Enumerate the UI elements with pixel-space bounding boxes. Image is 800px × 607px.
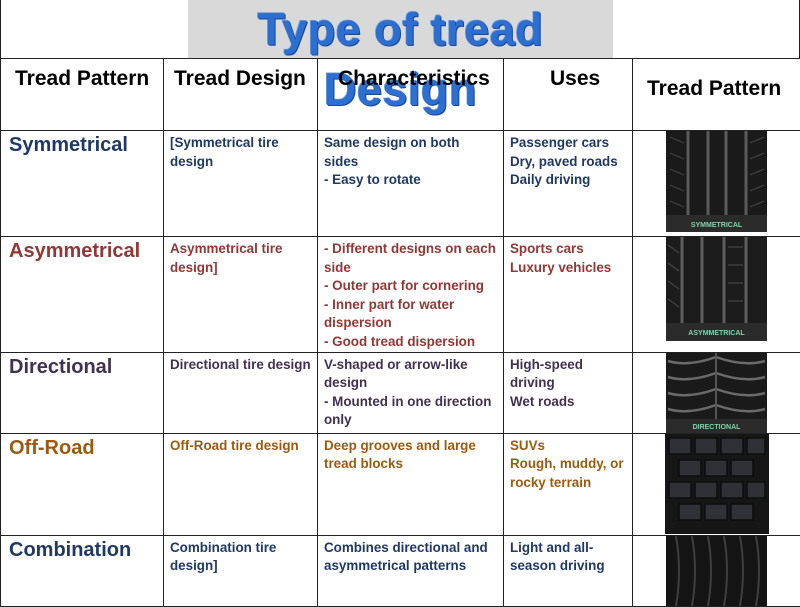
table-row: Asymmetrical Asymmetrical tire design] -… — [1, 237, 800, 353]
header-uses: Uses — [504, 59, 633, 131]
characteristic-text: side — [324, 259, 497, 278]
uses-cell: Sports cars Luxury vehicles — [504, 237, 633, 353]
tread-image-cell: SYMMETRICAL — [633, 131, 800, 237]
uses-cell: SUVs Rough, muddy, or rocky terrain — [504, 433, 633, 535]
characteristic-text: only — [324, 411, 497, 430]
pattern-name-cell: Combination — [1, 535, 164, 606]
tread-label: ASYMMETRICAL — [688, 330, 745, 337]
use-text: season driving — [510, 557, 626, 576]
characteristic-text: dispersion — [324, 314, 497, 333]
page-title: Type of tread Design — [188, 0, 613, 58]
use-text: driving — [510, 374, 626, 393]
characteristics-cell: Same design on both sides - Easy to rota… — [318, 131, 504, 237]
use-text: Passenger cars — [510, 134, 626, 153]
pattern-name: Directional — [1, 353, 163, 379]
characteristic-text: Deep grooves and large — [324, 437, 497, 456]
use-text: rocky terrain — [510, 474, 626, 493]
pattern-name-cell: Off-Road — [1, 433, 164, 535]
header-characteristics: Characteristics — [318, 59, 504, 131]
design-text: Asymmetrical tire — [170, 240, 311, 259]
pattern-name-cell: Directional — [1, 352, 164, 433]
characteristics-cell: - Different designs on each side - Outer… — [318, 237, 504, 353]
design-cell: Combination tire design] — [164, 535, 318, 606]
characteristic-text: tread blocks — [324, 455, 497, 474]
design-cell: Asymmetrical tire design] — [164, 237, 318, 353]
characteristic-text: Combines directional and — [324, 539, 497, 558]
uses-cell: Passenger cars Dry, paved roads Daily dr… — [504, 131, 633, 237]
use-text: Dry, paved roads — [510, 153, 626, 172]
use-text: Light and all- — [510, 539, 626, 558]
uses-cell: High-speed driving Wet roads — [504, 352, 633, 433]
characteristic-text: - Inner part for water — [324, 296, 497, 315]
table-row: Off-Road Off-Road tire design Deep groov… — [1, 433, 800, 535]
use-text: Luxury vehicles — [510, 259, 626, 278]
header-tread-design: Tread Design — [164, 59, 318, 131]
characteristic-text: - Outer part for cornering — [324, 277, 497, 296]
tread-image-cell — [633, 433, 800, 535]
characteristic-text: - Good tread dispersion — [324, 333, 497, 352]
tread-image-cell — [633, 535, 800, 606]
pattern-name: Off-Road — [1, 434, 163, 460]
characteristic-text: V-shaped or arrow-like — [324, 356, 497, 375]
design-text: design] — [170, 557, 311, 576]
pattern-name: Symmetrical — [1, 131, 163, 157]
table-row: Symmetrical [Symmetrical tire design Sam… — [1, 131, 800, 237]
pattern-name: Combination — [1, 536, 163, 562]
tread-image-cell: ASYMMETRICAL — [633, 237, 800, 353]
table-row: Directional Directional tire design V-sh… — [1, 352, 800, 433]
use-text: Daily driving — [510, 171, 626, 190]
characteristics-cell: Combines directional and asymmetrical pa… — [318, 535, 504, 606]
design-text: design] — [170, 259, 311, 278]
design-cell: Off-Road tire design — [164, 433, 318, 535]
characteristic-text: - Mounted in one direction — [324, 393, 497, 412]
title-highlight: Type of tread Design — [188, 0, 613, 58]
tread-label: SYMMETRICAL — [691, 222, 743, 229]
design-text: Combination tire — [170, 539, 311, 558]
table-row: Combination Combination tire design] Com… — [1, 535, 800, 606]
characteristic-text: - Easy to rotate — [324, 171, 497, 190]
characteristic-text: design — [324, 374, 497, 393]
use-text: Wet roads — [510, 393, 626, 412]
uses-cell: Light and all- season driving — [504, 535, 633, 606]
design-text: [Symmetrical tire — [170, 134, 311, 153]
design-text: design — [170, 153, 311, 172]
use-text: Sports cars — [510, 240, 626, 259]
header-tread-pattern-image: Tread Pattern — [633, 59, 800, 131]
header-row: Tread Pattern Tread Design Characteristi… — [1, 59, 800, 131]
combination-tread-image — [666, 536, 767, 606]
characteristic-text: - Different designs on each — [324, 240, 497, 259]
title-banner: Type of tread Design — [0, 0, 800, 58]
directional-tread-image: DIRECTIONAL — [666, 353, 767, 433]
symmetrical-tread-image: SYMMETRICAL — [666, 131, 767, 232]
header-tread-pattern: Tread Pattern — [1, 59, 164, 131]
use-text: Rough, muddy, or — [510, 455, 626, 474]
off-road-tread-image — [665, 434, 769, 534]
characteristic-text: Same design on both sides — [324, 134, 497, 171]
tread-table: Tread Pattern Tread Design Characteristi… — [0, 58, 800, 607]
tread-image-cell: DIRECTIONAL — [633, 352, 800, 433]
characteristic-text: asymmetrical patterns — [324, 557, 497, 576]
design-text: Directional tire design — [170, 356, 311, 375]
tread-label: DIRECTIONAL — [693, 424, 742, 431]
use-text: SUVs — [510, 437, 626, 456]
design-cell: Directional tire design — [164, 352, 318, 433]
design-cell: [Symmetrical tire design — [164, 131, 318, 237]
characteristics-cell: Deep grooves and large tread blocks — [318, 433, 504, 535]
design-text: Off-Road tire design — [170, 437, 311, 456]
pattern-name-cell: Asymmetrical — [1, 237, 164, 353]
pattern-name-cell: Symmetrical — [1, 131, 164, 237]
use-text: High-speed — [510, 356, 626, 375]
characteristics-cell: V-shaped or arrow-like design - Mounted … — [318, 352, 504, 433]
pattern-name: Asymmetrical — [1, 237, 163, 263]
asymmetrical-tread-image: ASYMMETRICAL — [666, 237, 767, 341]
